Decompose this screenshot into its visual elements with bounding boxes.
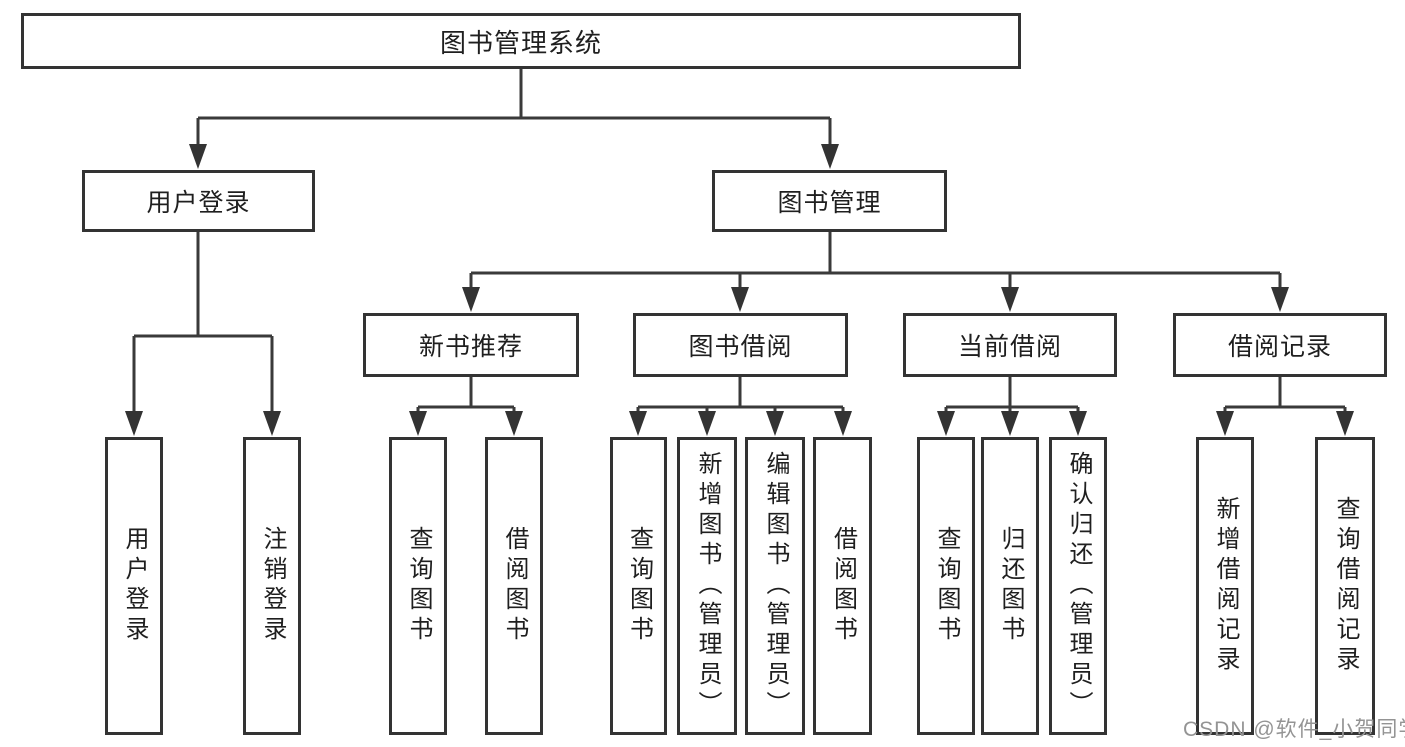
leaf-confirm-return-admin-label: 确认归还（管理员）	[1065, 451, 1092, 721]
arrowhead-icons	[125, 144, 1354, 436]
branch-user-login-label: 用户登录	[146, 189, 251, 217]
group-new-book-recommend: 新书推荐	[363, 313, 579, 377]
leaf-add-borrow-record: 新增借阅记录	[1196, 437, 1254, 735]
leaf-query-books-recommend: 查询图书	[389, 437, 447, 735]
branch-book-management: 图书管理	[712, 170, 947, 232]
leaf-query-books-current: 查询图书	[917, 437, 975, 735]
branch-user-login: 用户登录	[82, 170, 315, 232]
leaf-query-books-borrow: 查询图书	[610, 437, 667, 735]
leaf-borrow-book: 借阅图书	[813, 437, 872, 735]
node-system-title: 图书管理系统	[21, 13, 1021, 69]
leaf-edit-book-admin-label: 编辑图书（管理员）	[762, 451, 789, 721]
leaf-query-borrow-record: 查询借阅记录	[1315, 437, 1375, 735]
leaf-query-books-current-label: 查询图书	[933, 526, 960, 646]
group-book-borrowing: 图书借阅	[633, 313, 848, 377]
leaf-borrow-book-label: 借阅图书	[829, 526, 857, 646]
leaf-query-books-borrow-label: 查询图书	[625, 526, 653, 646]
leaf-borrow-books-recommend: 借阅图书	[485, 437, 543, 735]
leaf-user-login-label: 用户登录	[121, 526, 148, 646]
group-borrowing-records-label: 借阅记录	[1227, 333, 1332, 361]
leaf-logout-label: 注销登录	[259, 526, 286, 646]
csdn-watermark: CSDN @软件_小贺同学	[1183, 718, 1405, 741]
group-borrowing-records: 借阅记录	[1173, 313, 1387, 377]
leaf-edit-book-admin: 编辑图书（管理员）	[745, 437, 805, 735]
group-new-book-recommend-label: 新书推荐	[418, 333, 523, 361]
system-title-label: 图书管理系统	[439, 27, 602, 58]
leaf-logout: 注销登录	[243, 437, 301, 735]
leaf-query-books-recommend-label: 查询图书	[405, 526, 432, 646]
group-current-borrowing: 当前借阅	[903, 313, 1117, 377]
leaf-borrow-books-recommend-label: 借阅图书	[501, 526, 528, 646]
leaf-add-borrow-record-label: 新增借阅记录	[1212, 496, 1239, 676]
leaf-query-borrow-record-label: 查询借阅记录	[1332, 496, 1359, 676]
leaf-return-book: 归还图书	[981, 437, 1039, 735]
leaf-confirm-return-admin: 确认归还（管理员）	[1049, 437, 1107, 735]
leaf-add-book-admin-label: 新增图书（管理员）	[694, 451, 721, 721]
leaf-return-book-label: 归还图书	[997, 526, 1024, 646]
group-book-borrowing-label: 图书借阅	[688, 333, 793, 361]
branch-book-management-label: 图书管理	[777, 189, 882, 217]
leaf-add-book-admin: 新增图书（管理员）	[677, 437, 737, 735]
leaf-user-login: 用户登录	[105, 437, 163, 735]
group-current-borrowing-label: 当前借阅	[957, 333, 1062, 361]
